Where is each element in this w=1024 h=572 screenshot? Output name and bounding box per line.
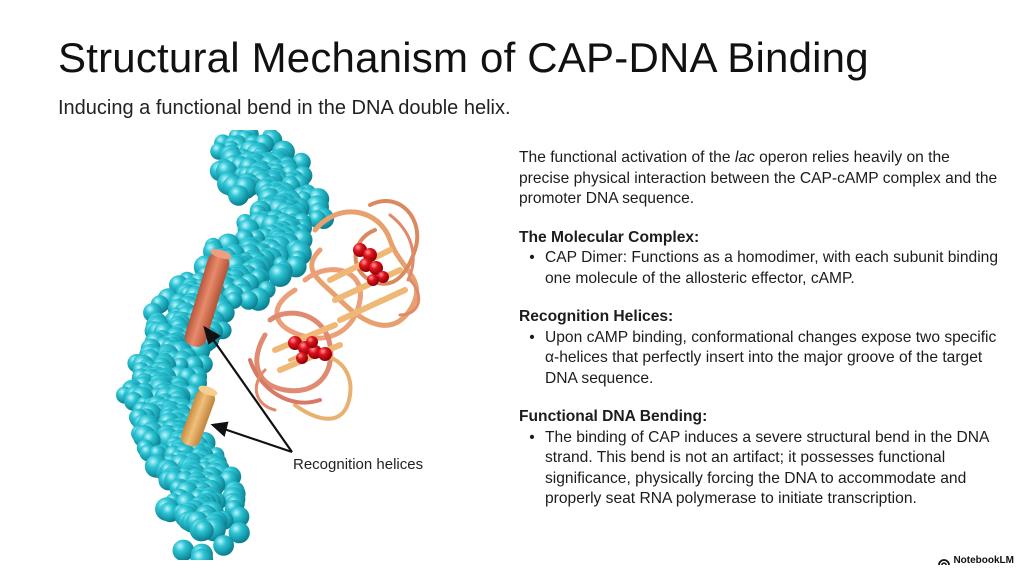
dna-atom bbox=[239, 291, 258, 310]
recognition-helix-lower bbox=[180, 385, 218, 447]
dna-atom bbox=[172, 539, 195, 560]
notebooklm-logo-icon bbox=[938, 558, 951, 565]
section-heading: Functional DNA Bending: bbox=[519, 408, 708, 425]
camp-molecule-lower bbox=[288, 336, 332, 364]
slide-subtitle: Inducing a functional bend in the DNA do… bbox=[58, 97, 511, 119]
bullet-item: • The binding of CAP induces a severe str… bbox=[519, 428, 999, 510]
brand-label: NotebookLM bbox=[953, 555, 1014, 566]
bullet-item: • Upon cAMP binding, conformational chang… bbox=[519, 328, 999, 390]
slide-title: Structural Mechanism of CAP-DNA Binding bbox=[58, 34, 869, 81]
bullet-text: CAP Dimer: Functions as a homodimer, wit… bbox=[545, 249, 999, 287]
dna-atom bbox=[268, 263, 292, 287]
bullet-text: The binding of CAP induces a severe stru… bbox=[545, 428, 989, 508]
bullet-dot: • bbox=[529, 249, 535, 266]
lac-italic: lac bbox=[734, 149, 755, 166]
recognition-helices-label: Recognition helices bbox=[293, 456, 424, 473]
dna-atom bbox=[193, 520, 214, 541]
dna-atom bbox=[229, 506, 250, 527]
bullet-dot: • bbox=[529, 428, 535, 446]
section-molecular-complex: The Molecular Complex: • CAP Dimer: Funct… bbox=[519, 228, 999, 290]
intro-text-end: operon relies heavily on the precise phy… bbox=[519, 149, 998, 207]
notebooklm-watermark: NotebookLM bbox=[938, 555, 1014, 566]
molecular-illustration bbox=[116, 130, 421, 560]
camp-molecule-upper bbox=[353, 243, 389, 286]
dna-atom bbox=[213, 535, 234, 556]
dna-atom bbox=[228, 522, 250, 544]
section-functional-dna-bending: Functional DNA Bending: • The binding of … bbox=[519, 407, 999, 510]
bullet-dot: • bbox=[529, 328, 535, 346]
bullet-text: Upon cAMP binding, conformational change… bbox=[545, 328, 997, 387]
bullet-item: • CAP Dimer: Functions as a homodimer, wi… bbox=[519, 248, 999, 289]
section-heading: Recognition Helices: bbox=[519, 308, 674, 325]
dna-atom bbox=[190, 548, 214, 560]
dna-atom bbox=[228, 185, 249, 206]
cap-dna-structure-figure: Recognition helices bbox=[90, 130, 530, 560]
recognition-helix-upper bbox=[184, 249, 232, 347]
explanation-text: The functional activation of the lac ope… bbox=[519, 148, 999, 528]
intro-text-start: The functional activation of the bbox=[519, 149, 735, 166]
section-heading: The Molecular Complex: bbox=[519, 228, 700, 246]
intro-paragraph: The functional activation of the lac ope… bbox=[519, 148, 999, 210]
callout-arrows bbox=[203, 325, 293, 454]
section-recognition-helices: Recognition Helices: • Upon cAMP binding,… bbox=[519, 307, 999, 389]
